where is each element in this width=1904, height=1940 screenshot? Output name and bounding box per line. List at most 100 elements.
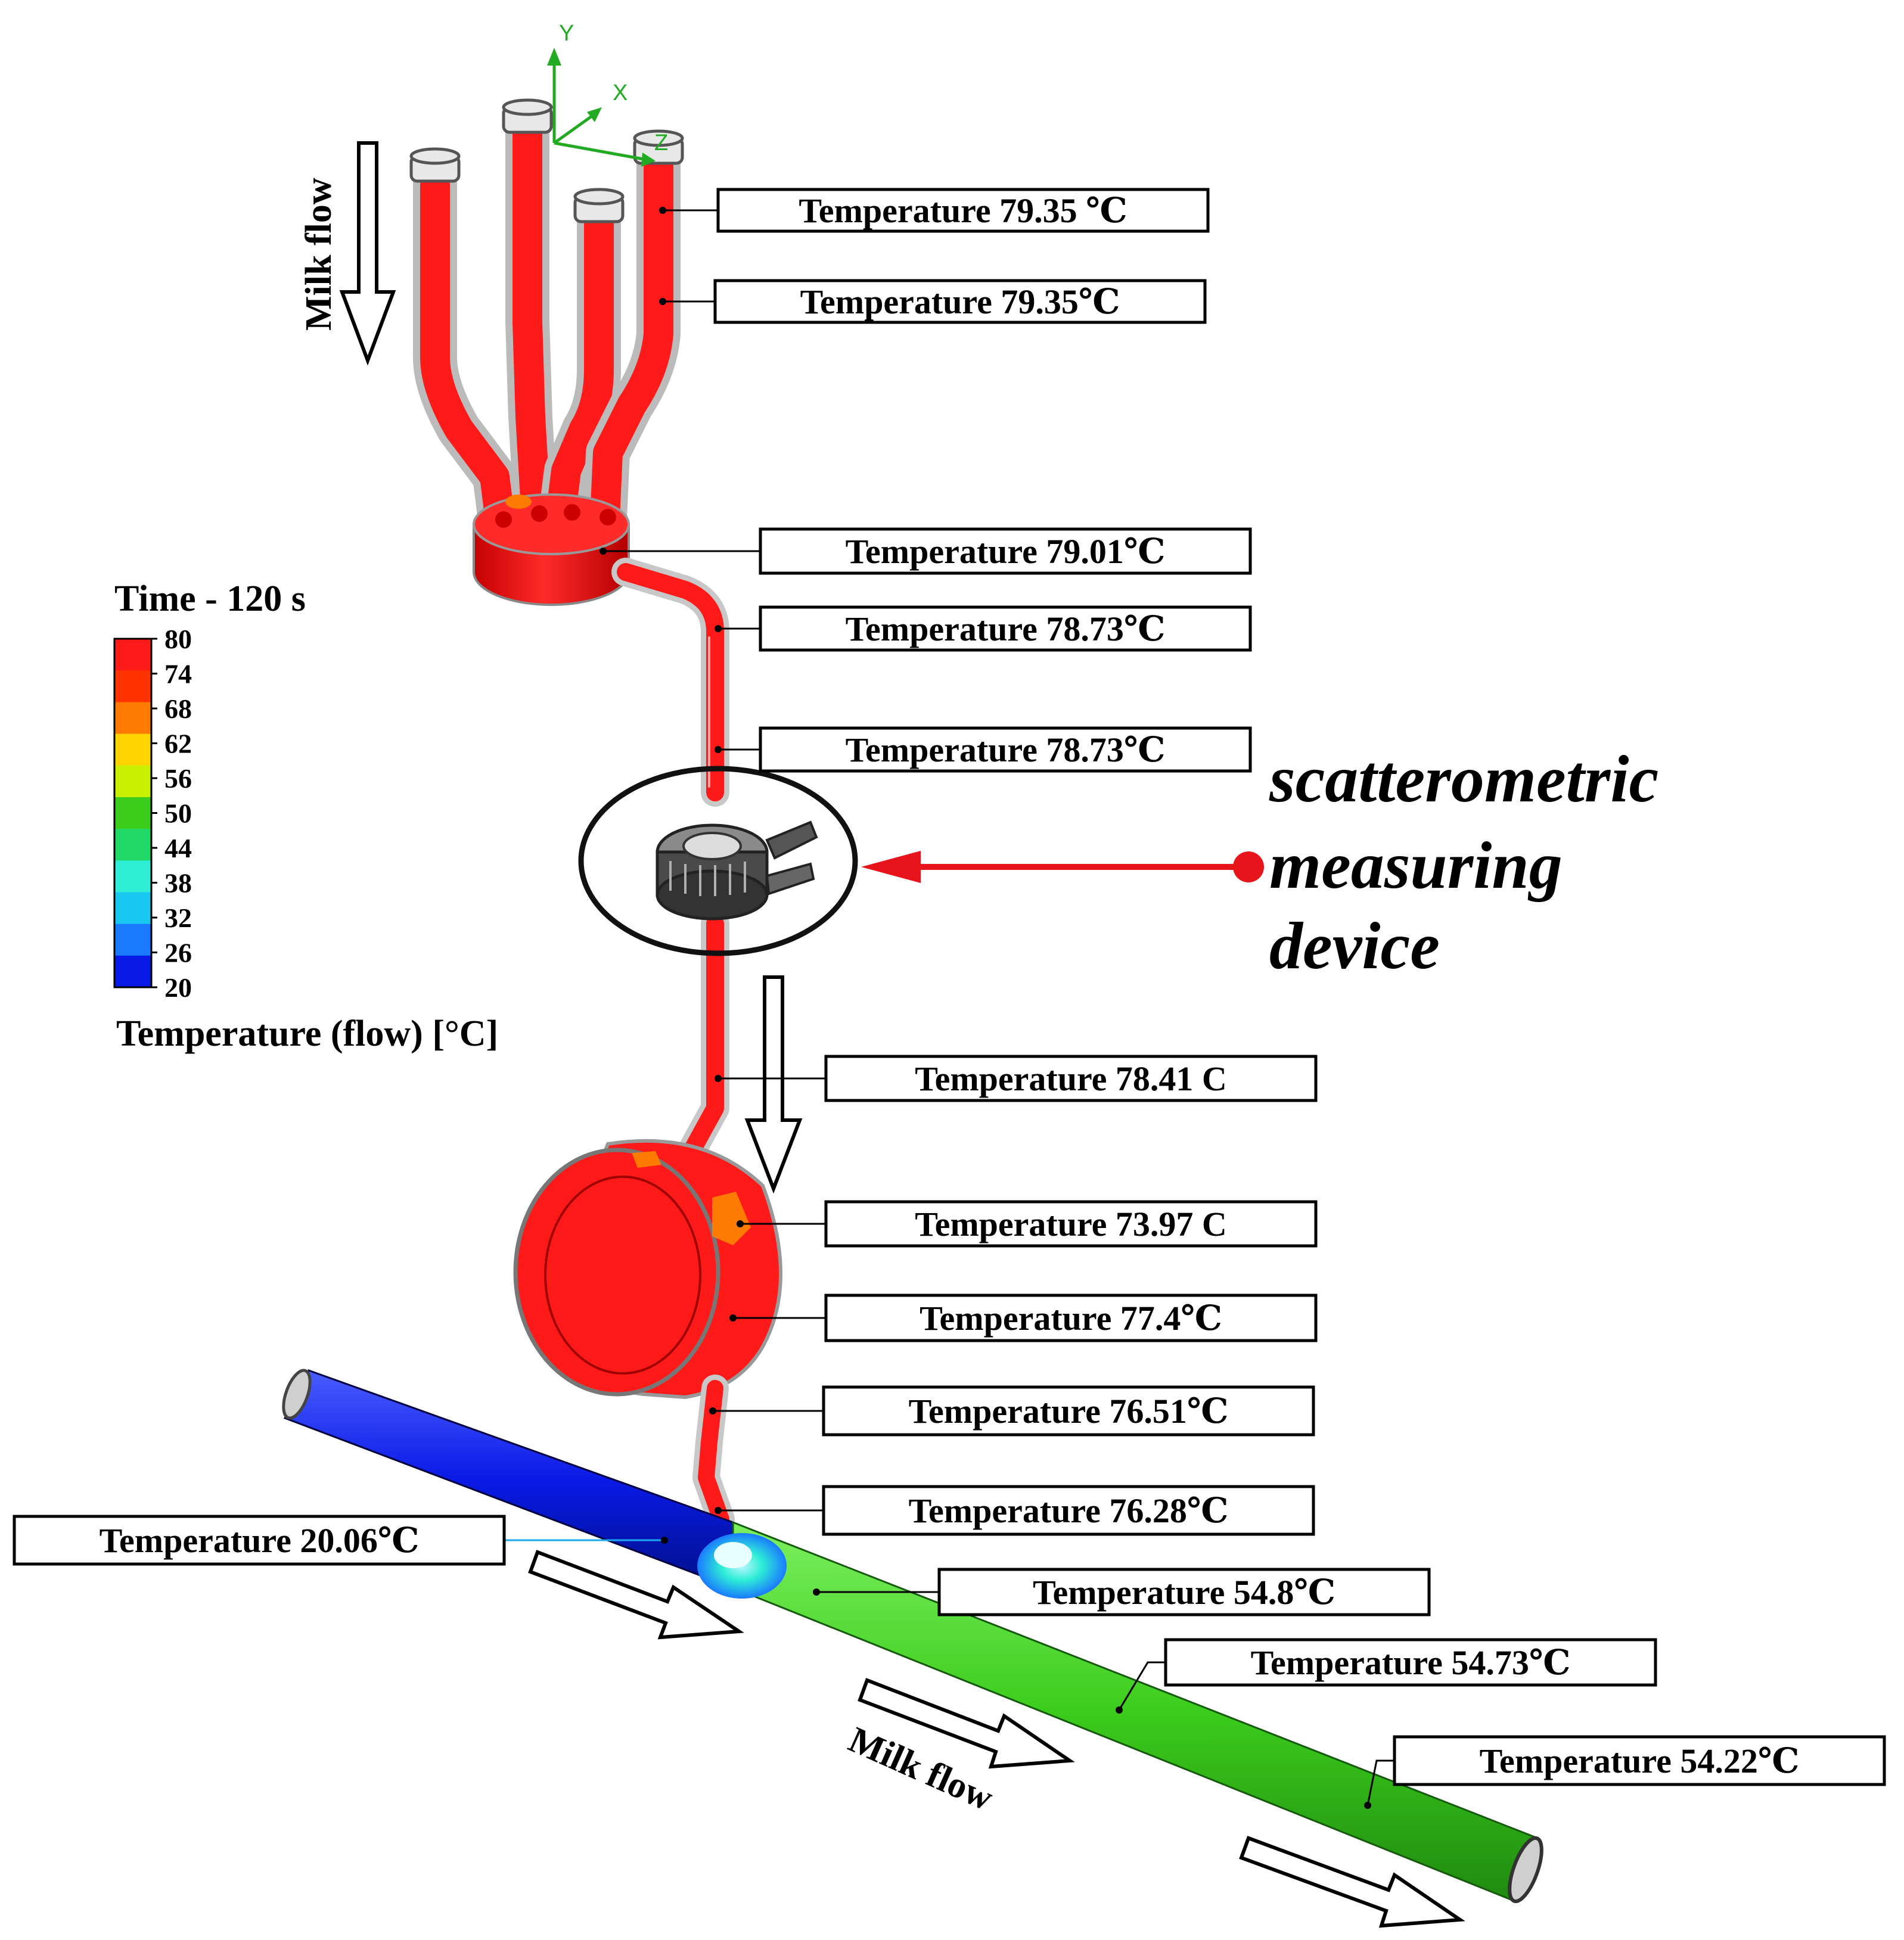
flow-arrow-device <box>744 975 803 1194</box>
legend-tick-label: 74 <box>164 659 192 689</box>
legend-title: Time - 120 s <box>114 579 306 619</box>
callout-anchor-dot <box>715 625 722 632</box>
legend-band <box>114 892 151 925</box>
collector-hub <box>473 493 630 606</box>
callout-anchor-dot <box>813 1588 820 1596</box>
callout-anchor-dot <box>715 746 722 753</box>
callout-box <box>713 279 1207 324</box>
legend-tick-label: 80 <box>164 624 192 654</box>
callout-label: Temperature 76.51℃ <box>909 1392 1229 1431</box>
drum-chamber <box>513 1139 782 1400</box>
callout-label: Temperature 76.28℃ <box>909 1491 1229 1530</box>
callout-label: Temperature 73.97 C <box>915 1205 1227 1243</box>
legend-band <box>114 860 151 893</box>
temperature-callout: Temperature 20.06℃ <box>13 1515 668 1566</box>
legend-band <box>114 702 151 735</box>
callout-anchor-dot <box>715 1507 722 1514</box>
legend-tick-label: 62 <box>164 729 192 759</box>
callout-anchor-dot <box>659 207 666 214</box>
temperature-callout: Temperature 78.73℃ <box>715 605 1252 652</box>
legend-axis-label: Temperature (flow) [°C] <box>116 1013 498 1054</box>
callout-box <box>822 1385 1315 1437</box>
axis-y-label: Y <box>559 21 574 46</box>
pipe-model <box>282 98 1543 1904</box>
callout-anchor-dot <box>729 1314 737 1322</box>
device-label-line2: measuring <box>1269 829 1563 903</box>
device-pointer <box>861 851 1264 883</box>
device-label-line1: scatterometric <box>1269 742 1658 816</box>
temperature-callout: Temperature 54.73℃ <box>1116 1638 1657 1714</box>
callout-box <box>759 605 1252 652</box>
callout-label: Temperature 54.8℃ <box>1033 1573 1335 1612</box>
temperature-callout: Temperature 73.97 C <box>737 1200 1318 1248</box>
callout-leader-line <box>1366 1759 1394 1806</box>
callout-label: Temperature 78.41 C <box>915 1059 1227 1098</box>
legend-tick-label: 38 <box>164 868 192 899</box>
flow-arrows <box>339 141 1465 1928</box>
milk-flow-label-top: Milk flow <box>299 178 339 331</box>
legend-colorbar <box>113 638 153 988</box>
callout-label: Temperature 79.35 ℃ <box>799 191 1127 230</box>
callout-leader-line <box>1118 1661 1166 1711</box>
legend-tick-label: 68 <box>164 694 192 724</box>
temperature-callout: Temperature 54.22℃ <box>1364 1735 1886 1809</box>
axis-z-label: Z <box>654 130 668 156</box>
axis-x-label: X <box>613 80 628 105</box>
callout-label: Temperature 79.35℃ <box>800 282 1120 321</box>
legend-band <box>114 955 151 988</box>
tube-caps <box>409 98 684 223</box>
callout-anchor-dot <box>661 1537 668 1544</box>
flow-arrow-bottom <box>1239 1836 1465 1928</box>
callout-label: Temperature 78.73℃ <box>846 730 1166 769</box>
callout-box <box>824 1294 1318 1342</box>
callout-box <box>822 1485 1315 1536</box>
legend-tick-label: 32 <box>164 903 192 933</box>
callout-anchor-dot <box>715 1075 722 1082</box>
flow-arrow-middle <box>858 1678 1075 1769</box>
callout-box <box>824 1055 1318 1102</box>
temperature-callout: Temperature 79.35℃ <box>659 279 1207 324</box>
callout-anchor-dot <box>709 1407 716 1414</box>
legend-tick-label: 44 <box>164 833 192 863</box>
temperature-callout: Temperature 54.8℃ <box>813 1568 1431 1616</box>
scatterometric-device <box>578 766 858 956</box>
temperature-callout: Temperature 78.73℃ <box>715 726 1252 773</box>
callout-box <box>13 1515 506 1566</box>
legend-band <box>114 765 151 798</box>
flow-arrow-inlet <box>528 1550 744 1640</box>
inlet-tubes <box>413 106 681 546</box>
callout-label: Temperature 77.4℃ <box>920 1299 1222 1338</box>
callout-anchor-dot <box>737 1220 744 1227</box>
legend-tick-label: 20 <box>164 972 192 1003</box>
legend-band <box>114 797 151 830</box>
legend-band <box>114 733 151 766</box>
callout-label: Temperature 54.73℃ <box>1251 1643 1571 1682</box>
callout-label: Temperature 78.73℃ <box>846 610 1166 648</box>
callout-box <box>759 726 1252 773</box>
callout-box <box>1164 1638 1657 1687</box>
coordinate-axes: Y X Z <box>547 21 668 167</box>
callout-label: Temperature 54.22℃ <box>1480 1742 1800 1780</box>
legend-band <box>114 829 151 862</box>
callout-anchor-dot <box>1116 1706 1123 1714</box>
legend-band <box>114 639 151 671</box>
callout-box <box>824 1200 1318 1248</box>
legend-tick-label: 56 <box>164 763 192 794</box>
device-label-line3: device <box>1269 909 1440 983</box>
flow-arrow-top <box>339 141 396 366</box>
main-milk-line <box>282 1369 1543 1904</box>
callout-anchor-dot <box>1364 1802 1371 1809</box>
callout-box <box>937 1568 1431 1616</box>
temperature-callout: Temperature 76.51℃ <box>709 1385 1315 1437</box>
legend-band <box>114 924 151 956</box>
callout-box <box>716 188 1210 233</box>
callout-anchor-dot <box>659 298 666 305</box>
callout-box <box>759 527 1252 575</box>
temperature-callout: Temperature 76.28℃ <box>715 1485 1315 1536</box>
legend-tick-label: 26 <box>164 938 192 968</box>
temperature-callout: Temperature 79.01℃ <box>600 527 1252 575</box>
temperature-callout: Temperature 79.35 ℃ <box>659 188 1210 233</box>
